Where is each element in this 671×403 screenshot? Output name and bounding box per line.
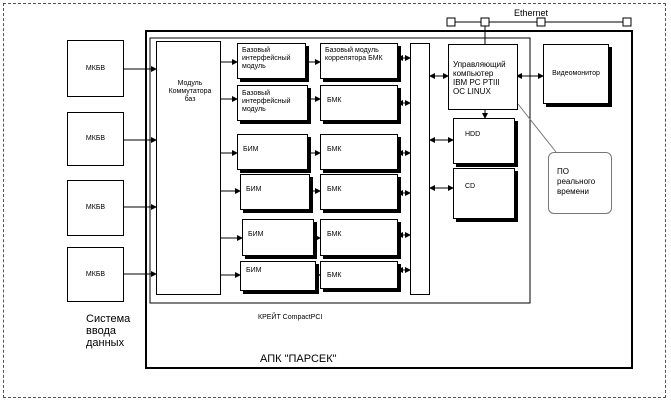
- video-monitor: Видеомонитор: [543, 44, 609, 104]
- switch-module-label: Модуль Коммутатора баз: [168, 80, 212, 103]
- crate-frame: [149, 37, 531, 304]
- mksb-label: МКБВ: [85, 204, 106, 211]
- cd-box: CD: [453, 168, 515, 219]
- figure-frame: [3, 3, 666, 398]
- bim-label: БИМ: [246, 186, 262, 193]
- mksb-box-1: МКБВ: [67, 40, 124, 97]
- bmk-label: БМК: [327, 97, 342, 104]
- bmk-label: БМК: [327, 272, 342, 279]
- mksb-box-2: МКБВ: [67, 112, 124, 166]
- base-interface-module-2: Базовый интерфейсный модуль: [237, 85, 308, 121]
- apk-frame: [145, 30, 633, 369]
- bim-box-4: БИМ: [240, 261, 316, 291]
- ethernet-label: Ethernet: [514, 8, 549, 18]
- mksb-box-3: МКБВ: [67, 180, 124, 236]
- base-interface-label: Базовый интерфейсный модуль: [242, 90, 291, 113]
- cd-label: CD: [465, 183, 476, 190]
- mksb-box-4: МКБВ: [67, 247, 124, 302]
- rt-software-label: ПО реального времени: [557, 167, 596, 196]
- correlator-module: Базовый модуль коррелятора БМК: [320, 43, 398, 79]
- bmk-box-2: БМК: [320, 134, 398, 170]
- bmk-box-5: БМК: [320, 261, 398, 289]
- bim-box-1: БИМ: [237, 134, 308, 170]
- mksb-label: МКБВ: [85, 135, 106, 142]
- bim-box-3: БИМ: [242, 219, 314, 256]
- bim-label: БИМ: [248, 231, 264, 238]
- bmk-label: БМК: [327, 186, 342, 193]
- bim-label: БИМ: [243, 146, 259, 153]
- bim-label: БИМ: [246, 267, 262, 274]
- control-computer: Управляющий компьютер IBM PC PTIII ОС LI…: [448, 44, 518, 110]
- base-interface-label: Базовый интерфейсный модуль: [242, 47, 291, 70]
- mksb-label: МКБВ: [85, 64, 106, 72]
- callout-line: [517, 103, 557, 153]
- switch-module: Модуль Коммутатора баз: [156, 41, 221, 295]
- correlator-label: Базовый модуль коррелятора БМК: [325, 47, 383, 62]
- bmk-label: БМК: [327, 231, 342, 238]
- bim-box-2: БИМ: [240, 174, 310, 210]
- mksb-label: МКБВ: [85, 270, 106, 278]
- crate-label: КРЕЙТ CompactPCI: [258, 314, 323, 321]
- hdd-label: HDD: [465, 131, 481, 138]
- rt-software-callout: ПО реального времени: [548, 152, 612, 214]
- base-interface-module-1: Базовый интерфейсный модуль: [237, 43, 306, 79]
- bmk-label: БМК: [327, 146, 342, 153]
- backplane-bus: [410, 43, 430, 295]
- hdd-box: HDD: [453, 118, 515, 164]
- apk-label: АПК "ПАРСЕК": [260, 353, 337, 365]
- bmk-box-1: БМК: [320, 85, 398, 121]
- input-system-label: Система ввода данных: [86, 313, 131, 349]
- video-monitor-label: Видеомонитор: [552, 70, 600, 77]
- control-computer-label: Управляющий компьютер IBM PC PTIII ОС LI…: [453, 60, 506, 96]
- bmk-box-3: БМК: [320, 174, 398, 210]
- bmk-box-4: БМК: [320, 219, 398, 256]
